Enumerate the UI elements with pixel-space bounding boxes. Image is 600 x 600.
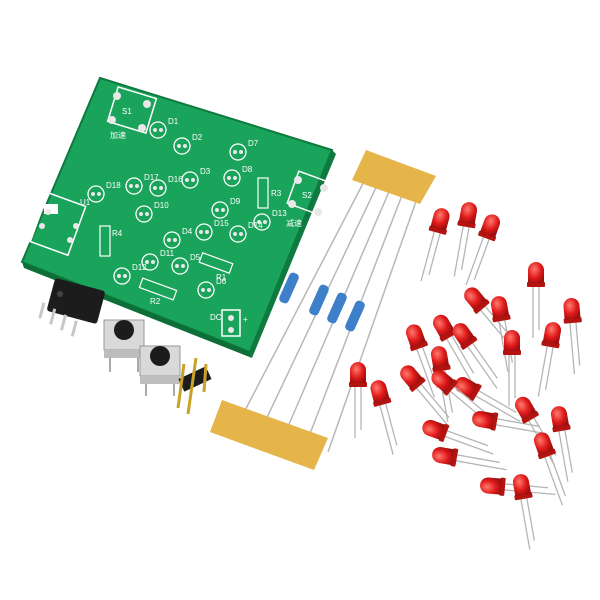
dc-footprint: DC + bbox=[210, 309, 248, 337]
tape-bottom bbox=[210, 400, 328, 470]
red-led bbox=[453, 202, 477, 277]
red-led bbox=[491, 296, 513, 372]
push-button-1 bbox=[103, 319, 145, 372]
red-led bbox=[465, 214, 501, 286]
led-footprint: D18 bbox=[87, 181, 121, 203]
resistors bbox=[279, 272, 365, 332]
r1-label: R1 bbox=[216, 273, 227, 282]
push-button-2 bbox=[139, 345, 181, 396]
red-led bbox=[420, 208, 450, 282]
red-led bbox=[472, 411, 547, 435]
red-led bbox=[533, 432, 566, 506]
led-footprint: D8 bbox=[223, 165, 253, 187]
u1-footprint: U1 bbox=[29, 191, 91, 257]
led-label: D3 bbox=[200, 167, 211, 176]
resistor-tape-strip bbox=[210, 150, 436, 470]
r3-footprint bbox=[257, 177, 269, 209]
led-label: D2 bbox=[192, 133, 203, 142]
led-label: D10 bbox=[154, 201, 169, 210]
led-label: D17 bbox=[144, 173, 159, 182]
led-footprint: D9 bbox=[211, 197, 241, 219]
led-label: D6 bbox=[216, 277, 227, 286]
red-led bbox=[563, 298, 582, 375]
led-footprint: D15 bbox=[195, 219, 229, 241]
pin-header bbox=[176, 357, 212, 415]
led-footprint: D16 bbox=[149, 175, 183, 197]
red-led bbox=[400, 365, 451, 428]
led-label: D13 bbox=[272, 209, 287, 218]
led-footprint: D1 bbox=[149, 117, 179, 139]
r4-label: R4 bbox=[112, 229, 123, 238]
dc-label: DC bbox=[210, 313, 222, 322]
red-led bbox=[503, 330, 521, 406]
red-led bbox=[551, 406, 573, 482]
red-led bbox=[452, 323, 498, 389]
red-led bbox=[405, 324, 438, 398]
led-footprint: D3 bbox=[181, 167, 211, 189]
led-label: D15 bbox=[214, 219, 229, 228]
s1-footprint: S1 加速 bbox=[106, 86, 158, 140]
led-footprints: D1D2D3D4D5D6D7D8D9D10D11D12D13D14D15D16D… bbox=[87, 117, 287, 299]
led-label: D8 bbox=[242, 165, 253, 174]
led-footprint: D2 bbox=[173, 133, 203, 155]
led-label: D5 bbox=[190, 253, 201, 262]
led-label: D9 bbox=[230, 197, 241, 206]
red-led bbox=[527, 262, 545, 338]
led-footprint: D11 bbox=[141, 249, 175, 271]
led-label: D16 bbox=[168, 175, 183, 184]
red-led bbox=[454, 377, 521, 423]
led-label: D14 bbox=[248, 221, 263, 230]
red-led bbox=[432, 447, 507, 471]
led-footprint: D17 bbox=[125, 173, 159, 195]
led-footprint: D10 bbox=[135, 201, 169, 223]
led-label: D11 bbox=[160, 249, 175, 258]
r2-label: R2 bbox=[150, 297, 161, 306]
r4-footprint bbox=[99, 225, 111, 257]
ic-chip bbox=[38, 278, 105, 337]
led-label: D12 bbox=[132, 263, 147, 272]
red-led bbox=[537, 322, 561, 397]
speed-down-label: 减速 bbox=[286, 218, 302, 228]
red-led bbox=[349, 362, 367, 438]
plus-label: + bbox=[243, 315, 248, 324]
loose-leds bbox=[349, 202, 582, 550]
s2-label: S2 bbox=[302, 191, 312, 200]
s1-label: S1 bbox=[122, 107, 132, 116]
led-footprint: D5 bbox=[171, 253, 201, 275]
red-led bbox=[431, 370, 490, 425]
r3-label: R3 bbox=[271, 189, 282, 198]
red-led bbox=[370, 380, 398, 455]
led-footprint: D4 bbox=[163, 227, 193, 249]
led-footprint: D6 bbox=[197, 277, 227, 299]
led-footprint: D7 bbox=[229, 139, 259, 161]
r2-footprint bbox=[138, 277, 178, 301]
led-footprint: D14 bbox=[229, 221, 263, 243]
led-footprint: D13 bbox=[253, 209, 287, 231]
led-footprint: D12 bbox=[113, 263, 147, 285]
red-led bbox=[433, 314, 475, 384]
r1-footprint bbox=[198, 252, 234, 274]
led-label: D7 bbox=[248, 139, 259, 148]
red-led bbox=[513, 474, 535, 550]
led-label: D1 bbox=[168, 117, 179, 126]
tape-top bbox=[352, 150, 436, 204]
speed-up-label: 加速 bbox=[110, 130, 126, 140]
red-led bbox=[422, 419, 494, 455]
s2-footprint: S2 减速 bbox=[286, 170, 332, 228]
led-label: D4 bbox=[182, 227, 193, 236]
u1-label: U1 bbox=[80, 198, 91, 207]
led-label: D18 bbox=[106, 181, 121, 190]
